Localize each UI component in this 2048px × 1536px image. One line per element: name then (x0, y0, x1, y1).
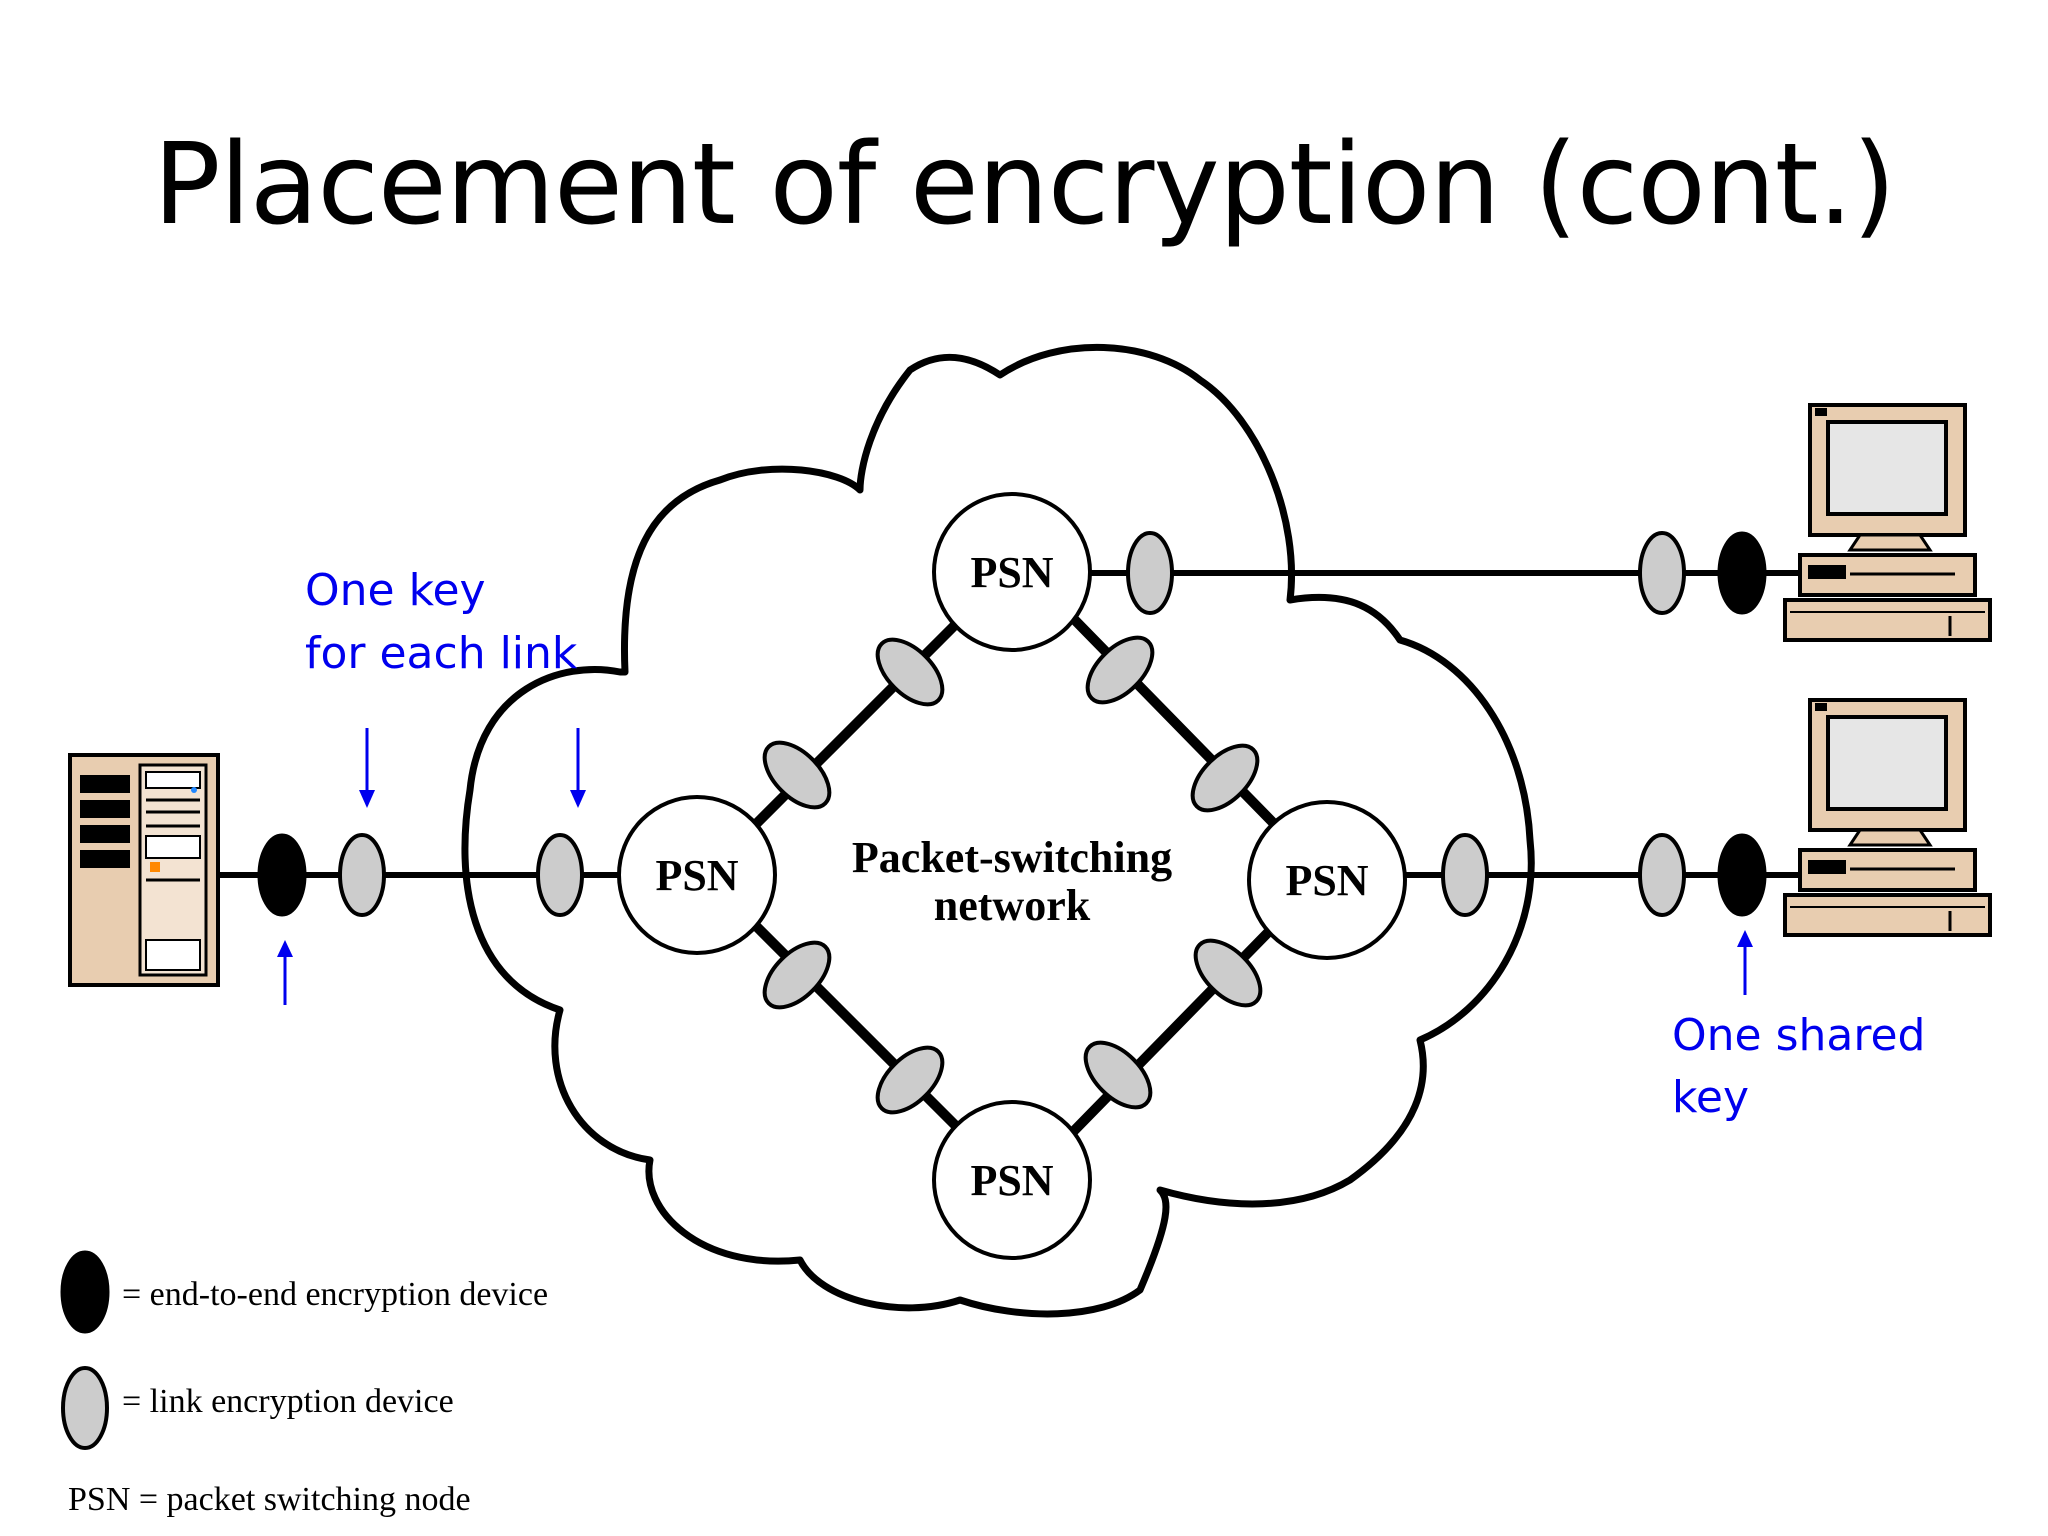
link-left-top (736, 606, 974, 844)
link-encryption-device (762, 740, 832, 810)
psn-node-bottom (932, 1100, 1092, 1260)
legend-end-to-end-text: = end-to-end encryption device (122, 1276, 548, 1313)
link-encryption-device (1441, 833, 1489, 917)
cloud-label-line1: Packet-switching (852, 833, 1172, 882)
psn-node-right (1247, 800, 1407, 960)
link-bottom-right (1061, 906, 1294, 1144)
annotation-one-key-line1: One key (305, 565, 486, 616)
server-tower-icon (68, 753, 220, 987)
link-encryption-device (762, 940, 832, 1010)
arrow-up-end-left (277, 940, 293, 1005)
link-encryption-device (1085, 635, 1155, 705)
link-encryption-device (338, 833, 386, 917)
link-top-right (1061, 606, 1294, 844)
psn-node-left (617, 795, 777, 955)
arrow-up-end-right (1737, 930, 1753, 995)
legend-psn-text: PSN = packet switching node (68, 1481, 471, 1518)
annotation-shared-key-line1: One shared (1672, 1010, 1925, 1061)
link-encryption-device (1126, 531, 1174, 615)
end-to-end-encryption-device (257, 833, 307, 917)
computer-top-icon (1783, 403, 1992, 642)
link-encryption-device (1638, 531, 1686, 615)
arrow-down-link-left (359, 728, 375, 808)
link-encryption-device (1193, 938, 1263, 1008)
computer-bottom-icon (1783, 698, 1992, 937)
end-to-end-encryption-device (1717, 833, 1767, 917)
link-encryption-device (1190, 743, 1260, 813)
psn-label: PSN (655, 851, 738, 900)
slide-title: Placement of encryption (cont.) (153, 120, 1896, 250)
annotation-shared-key-line2: key (1672, 1072, 1749, 1123)
psn-label: PSN (970, 548, 1053, 597)
psn-node-top (932, 492, 1092, 652)
end-to-end-encryption-device (1717, 531, 1767, 615)
arrow-down-link-right (570, 728, 586, 808)
link-encryption-device (1083, 1040, 1153, 1110)
cloud-label-line2: network (934, 881, 1091, 930)
packet-switching-cloud (461, 344, 1535, 1318)
link-left-bottom (736, 906, 974, 1144)
link-encryption-device (875, 637, 945, 707)
legend-link-symbol (61, 1366, 109, 1450)
link-encryption-device (1638, 833, 1686, 917)
psn-label: PSN (1285, 856, 1368, 905)
link-encryption-device (875, 1045, 945, 1115)
psn-label: PSN (970, 1156, 1053, 1205)
annotation-one-key-line2: for each link (305, 628, 578, 679)
link-encryption-device (536, 833, 584, 917)
legend-end-to-end-symbol (60, 1250, 110, 1334)
legend-link-text: = link encryption device (122, 1383, 454, 1420)
